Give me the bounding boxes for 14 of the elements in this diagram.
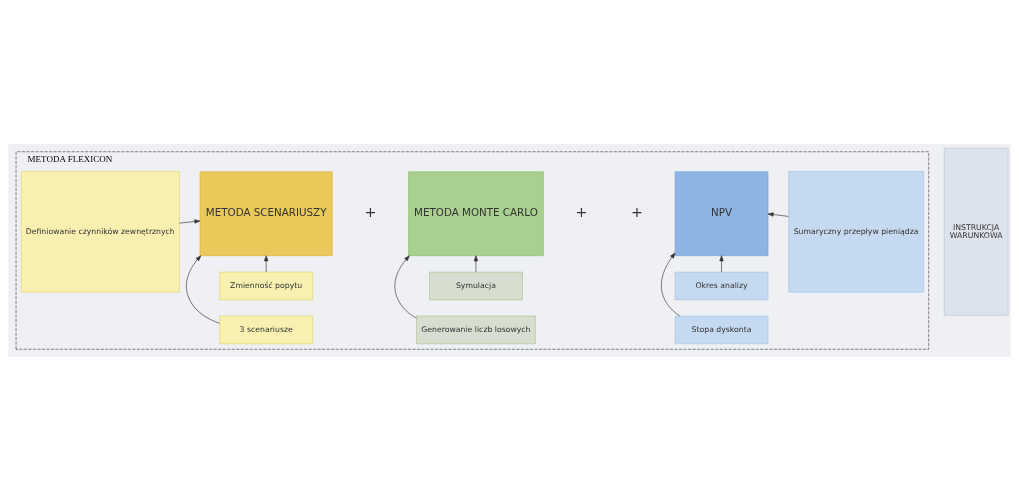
node-box: METODA MONTE CARLO [408, 170, 544, 256]
arrow [661, 252, 681, 316]
arrow [473, 254, 479, 272]
label: + [631, 203, 643, 220]
arrow [719, 254, 724, 272]
label: + [575, 203, 588, 220]
label: + [364, 203, 377, 220]
arrow [767, 211, 789, 217]
arrow [179, 218, 201, 224]
arrow [394, 254, 417, 319]
node-box: NPV [674, 170, 769, 256]
arrow [186, 254, 220, 324]
arrow [264, 254, 269, 272]
node-box: METODA SCENARIUSZY [199, 170, 333, 256]
